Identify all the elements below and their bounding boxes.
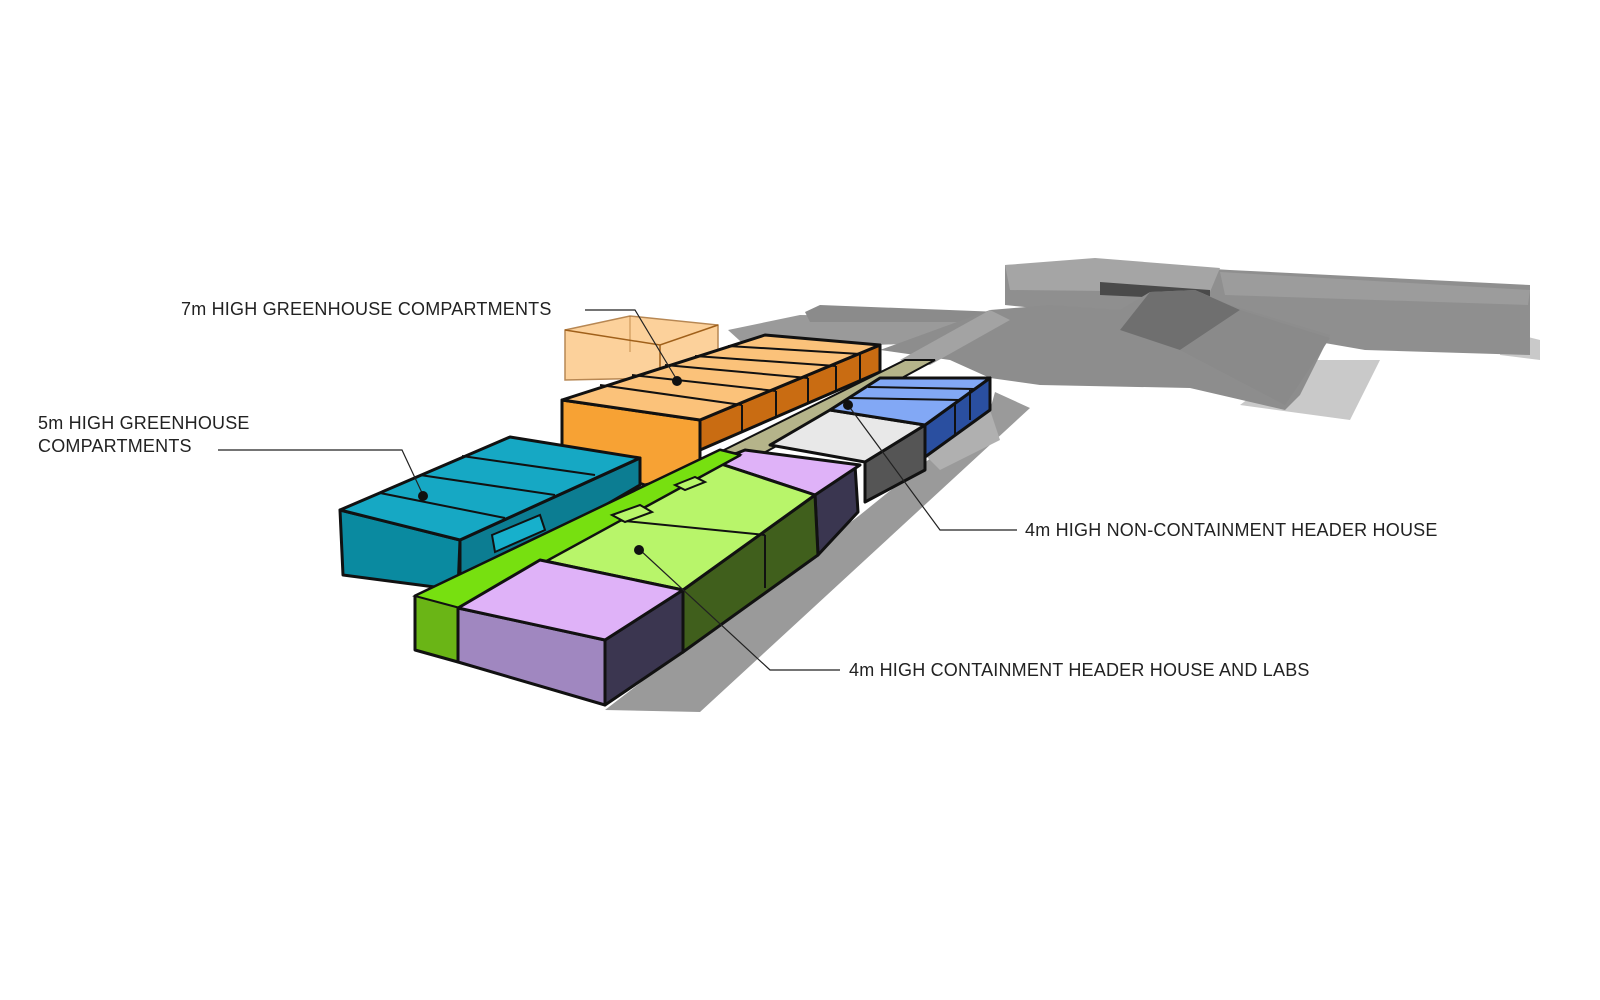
shadow (925, 410, 1000, 470)
leader-lines (218, 309, 1017, 671)
label-containment: 4m HIGH CONTAINMENT HEADER HOUSE AND LAB… (849, 660, 1310, 680)
existing-buildings (728, 258, 1540, 420)
leader-dots (418, 376, 853, 555)
label-non-containment: 4m HIGH NON-CONTAINMENT HEADER HOUSE (1025, 520, 1438, 540)
greenhouse-5m (338, 435, 642, 592)
label-5m-greenhouse-line2: COMPARTMENTS (38, 436, 192, 456)
non-containment-header-house (716, 359, 992, 504)
containment-header-house (412, 448, 862, 707)
label-7m-greenhouse: 7m HIGH GREENHOUSE COMPARTMENTS (181, 299, 552, 319)
label-5m-greenhouse-line1: 5m HIGH GREENHOUSE (38, 413, 250, 433)
greenhouse-7m (560, 333, 882, 487)
